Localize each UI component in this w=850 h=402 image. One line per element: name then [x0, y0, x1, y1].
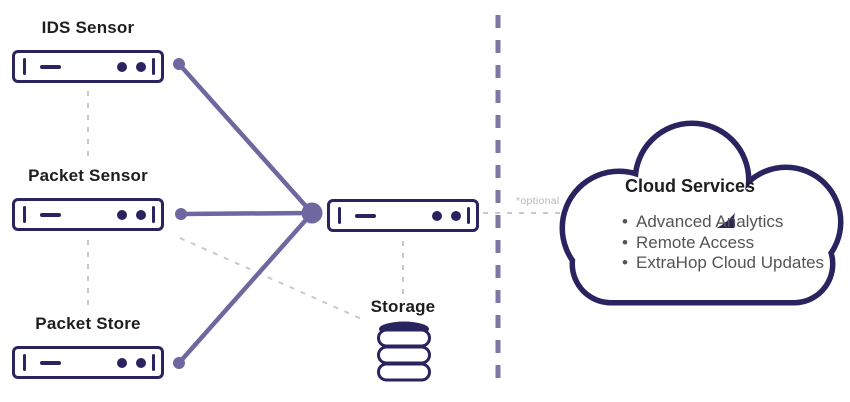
cloud-service-item: Advanced Analytics: [622, 212, 824, 233]
server-drive-dash: [40, 65, 61, 69]
node-label-ids-sensor: IDS Sensor: [41, 18, 135, 37]
server-right-bar: [152, 58, 155, 75]
cloud-service-item: Remote Access: [622, 233, 824, 254]
server-drive-dash: [355, 214, 376, 218]
server-led-2: [451, 210, 461, 221]
node-label-storage: Storage: [370, 297, 436, 316]
node-label-packet-sensor: Packet Sensor: [28, 166, 148, 185]
server-led-2: [136, 209, 146, 220]
connector-endpoint-dot: [173, 58, 185, 70]
connector-packet-store-to-hub: [177, 211, 314, 365]
server-left-bar: [23, 354, 26, 371]
server-drive-dash: [40, 213, 61, 217]
server-right-bar: [152, 206, 155, 223]
central-appliance-server-icon: [327, 199, 479, 232]
node-label-packet-store: Packet Store: [35, 314, 141, 333]
cloud-service-item: ExtraHop Cloud Updates: [622, 253, 824, 274]
server-led-1: [432, 210, 442, 221]
optional-annotation: *optional: [516, 195, 560, 207]
connector-ids-sensor-to-hub: [177, 62, 314, 215]
server-left-bar: [338, 207, 341, 224]
server-left-bar: [23, 58, 26, 75]
server-drive-dash: [40, 361, 61, 365]
cloud-services-list: Advanced Analytics Remote Access ExtraHo…: [622, 212, 824, 274]
server-led-1: [117, 357, 127, 368]
packet-sensor-server-icon: [12, 198, 164, 231]
server-left-bar: [23, 206, 26, 223]
connector-endpoint-dot: [173, 357, 185, 369]
cloud-services-title: Cloud Services: [625, 176, 756, 196]
packet-store-server-icon: [12, 346, 164, 379]
database-cylinder-icon: [377, 321, 431, 382]
ids-sensor-server-icon: [12, 50, 164, 83]
server-led-2: [136, 357, 146, 368]
server-led-1: [117, 209, 127, 220]
connector-endpoint-dot: [175, 208, 187, 220]
server-led-2: [136, 61, 146, 72]
server-led-1: [117, 61, 127, 72]
dashed-link-packet-sensor-to-storage: [179, 237, 365, 321]
server-right-bar: [467, 207, 470, 224]
connector-packet-sensor-to-hub: [180, 210, 313, 217]
server-right-bar: [152, 354, 155, 371]
connector-hub-dot: [301, 202, 323, 224]
